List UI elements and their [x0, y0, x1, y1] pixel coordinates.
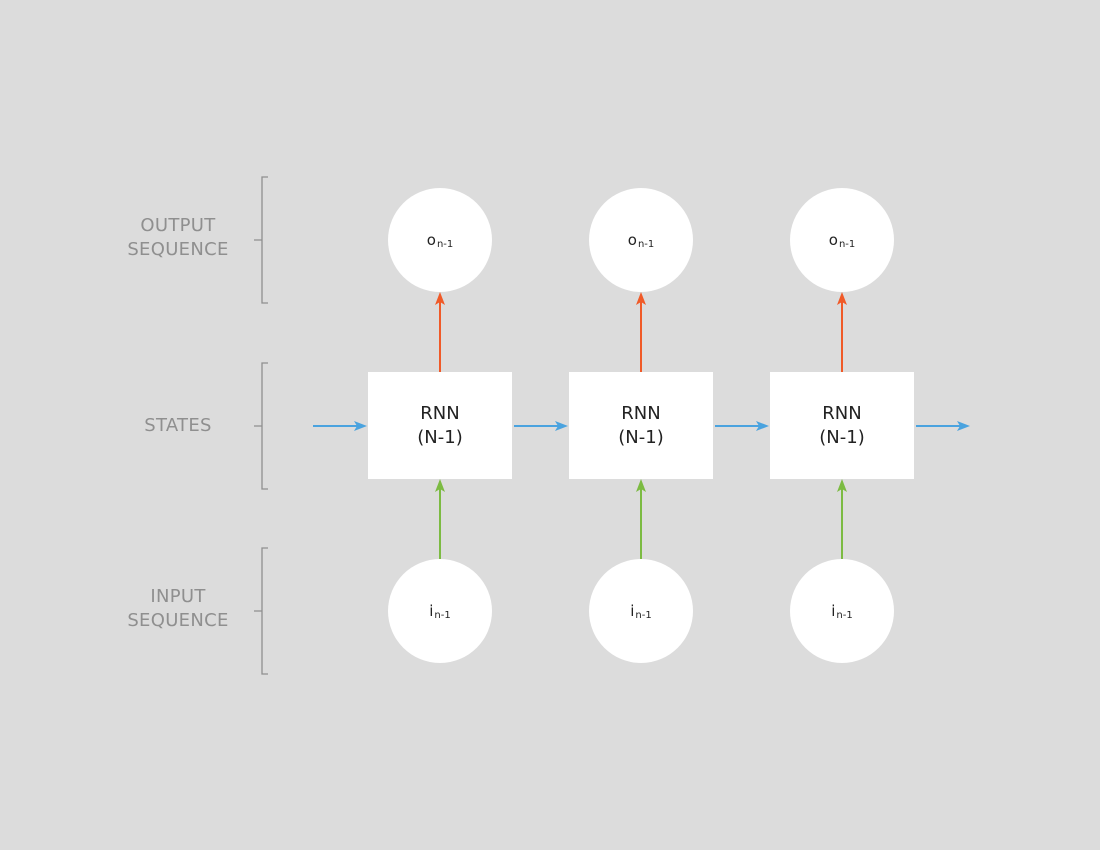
input-arrow-head [435, 479, 445, 492]
output-label-line1: OUTPUT [140, 215, 216, 236]
states-label: STATES [108, 414, 248, 438]
row-bracket [254, 362, 268, 490]
input-arrow-head [636, 479, 646, 492]
output-node-base: o [627, 231, 637, 249]
state-arrow-head [354, 421, 367, 431]
output-arrow-head [435, 292, 445, 305]
state-arrow-head [555, 421, 568, 431]
row-bracket [254, 176, 268, 304]
input-arrow-head [837, 479, 847, 492]
output-arrow-head [636, 292, 646, 305]
output-node-base: o [828, 231, 838, 249]
input-node-base: i [429, 602, 434, 620]
states-label-line1: STATES [144, 415, 212, 436]
input-node-base: i [831, 602, 836, 620]
output-node-base: o [426, 231, 436, 249]
output-node-subscript: n-1 [838, 238, 856, 250]
state-arrow-head [957, 421, 970, 431]
row-bracket [254, 547, 268, 675]
rnn-state-box: RNN (N-1) [770, 372, 914, 479]
rnn-state-box: RNN (N-1) [569, 372, 713, 479]
input-label-line2: SEQUENCE [127, 610, 229, 631]
rnn-box-line2: (N-1) [618, 426, 664, 448]
output-arrow-head [837, 292, 847, 305]
rnn-box-line1: RNN [621, 402, 661, 424]
output-node-subscript: n-1 [436, 238, 454, 250]
rnn-box-line1: RNN [822, 402, 862, 424]
input-node-subscript: n-1 [836, 609, 853, 621]
output-node-subscript: n-1 [637, 238, 655, 250]
state-arrow-head [756, 421, 769, 431]
input-sequence-label: INPUT SEQUENCE [108, 585, 248, 633]
rnn-box-line2: (N-1) [819, 426, 865, 448]
output-sequence-label: OUTPUT SEQUENCE [108, 214, 248, 262]
rnn-box-line1: RNN [420, 402, 460, 424]
output-label-line2: SEQUENCE [127, 239, 229, 260]
rnn-box-line2: (N-1) [417, 426, 463, 448]
input-node-subscript: n-1 [434, 609, 451, 621]
input-label-line1: INPUT [150, 586, 206, 607]
input-node-base: i [630, 602, 635, 620]
rnn-state-box: RNN (N-1) [368, 372, 512, 479]
input-node-subscript: n-1 [635, 609, 652, 621]
